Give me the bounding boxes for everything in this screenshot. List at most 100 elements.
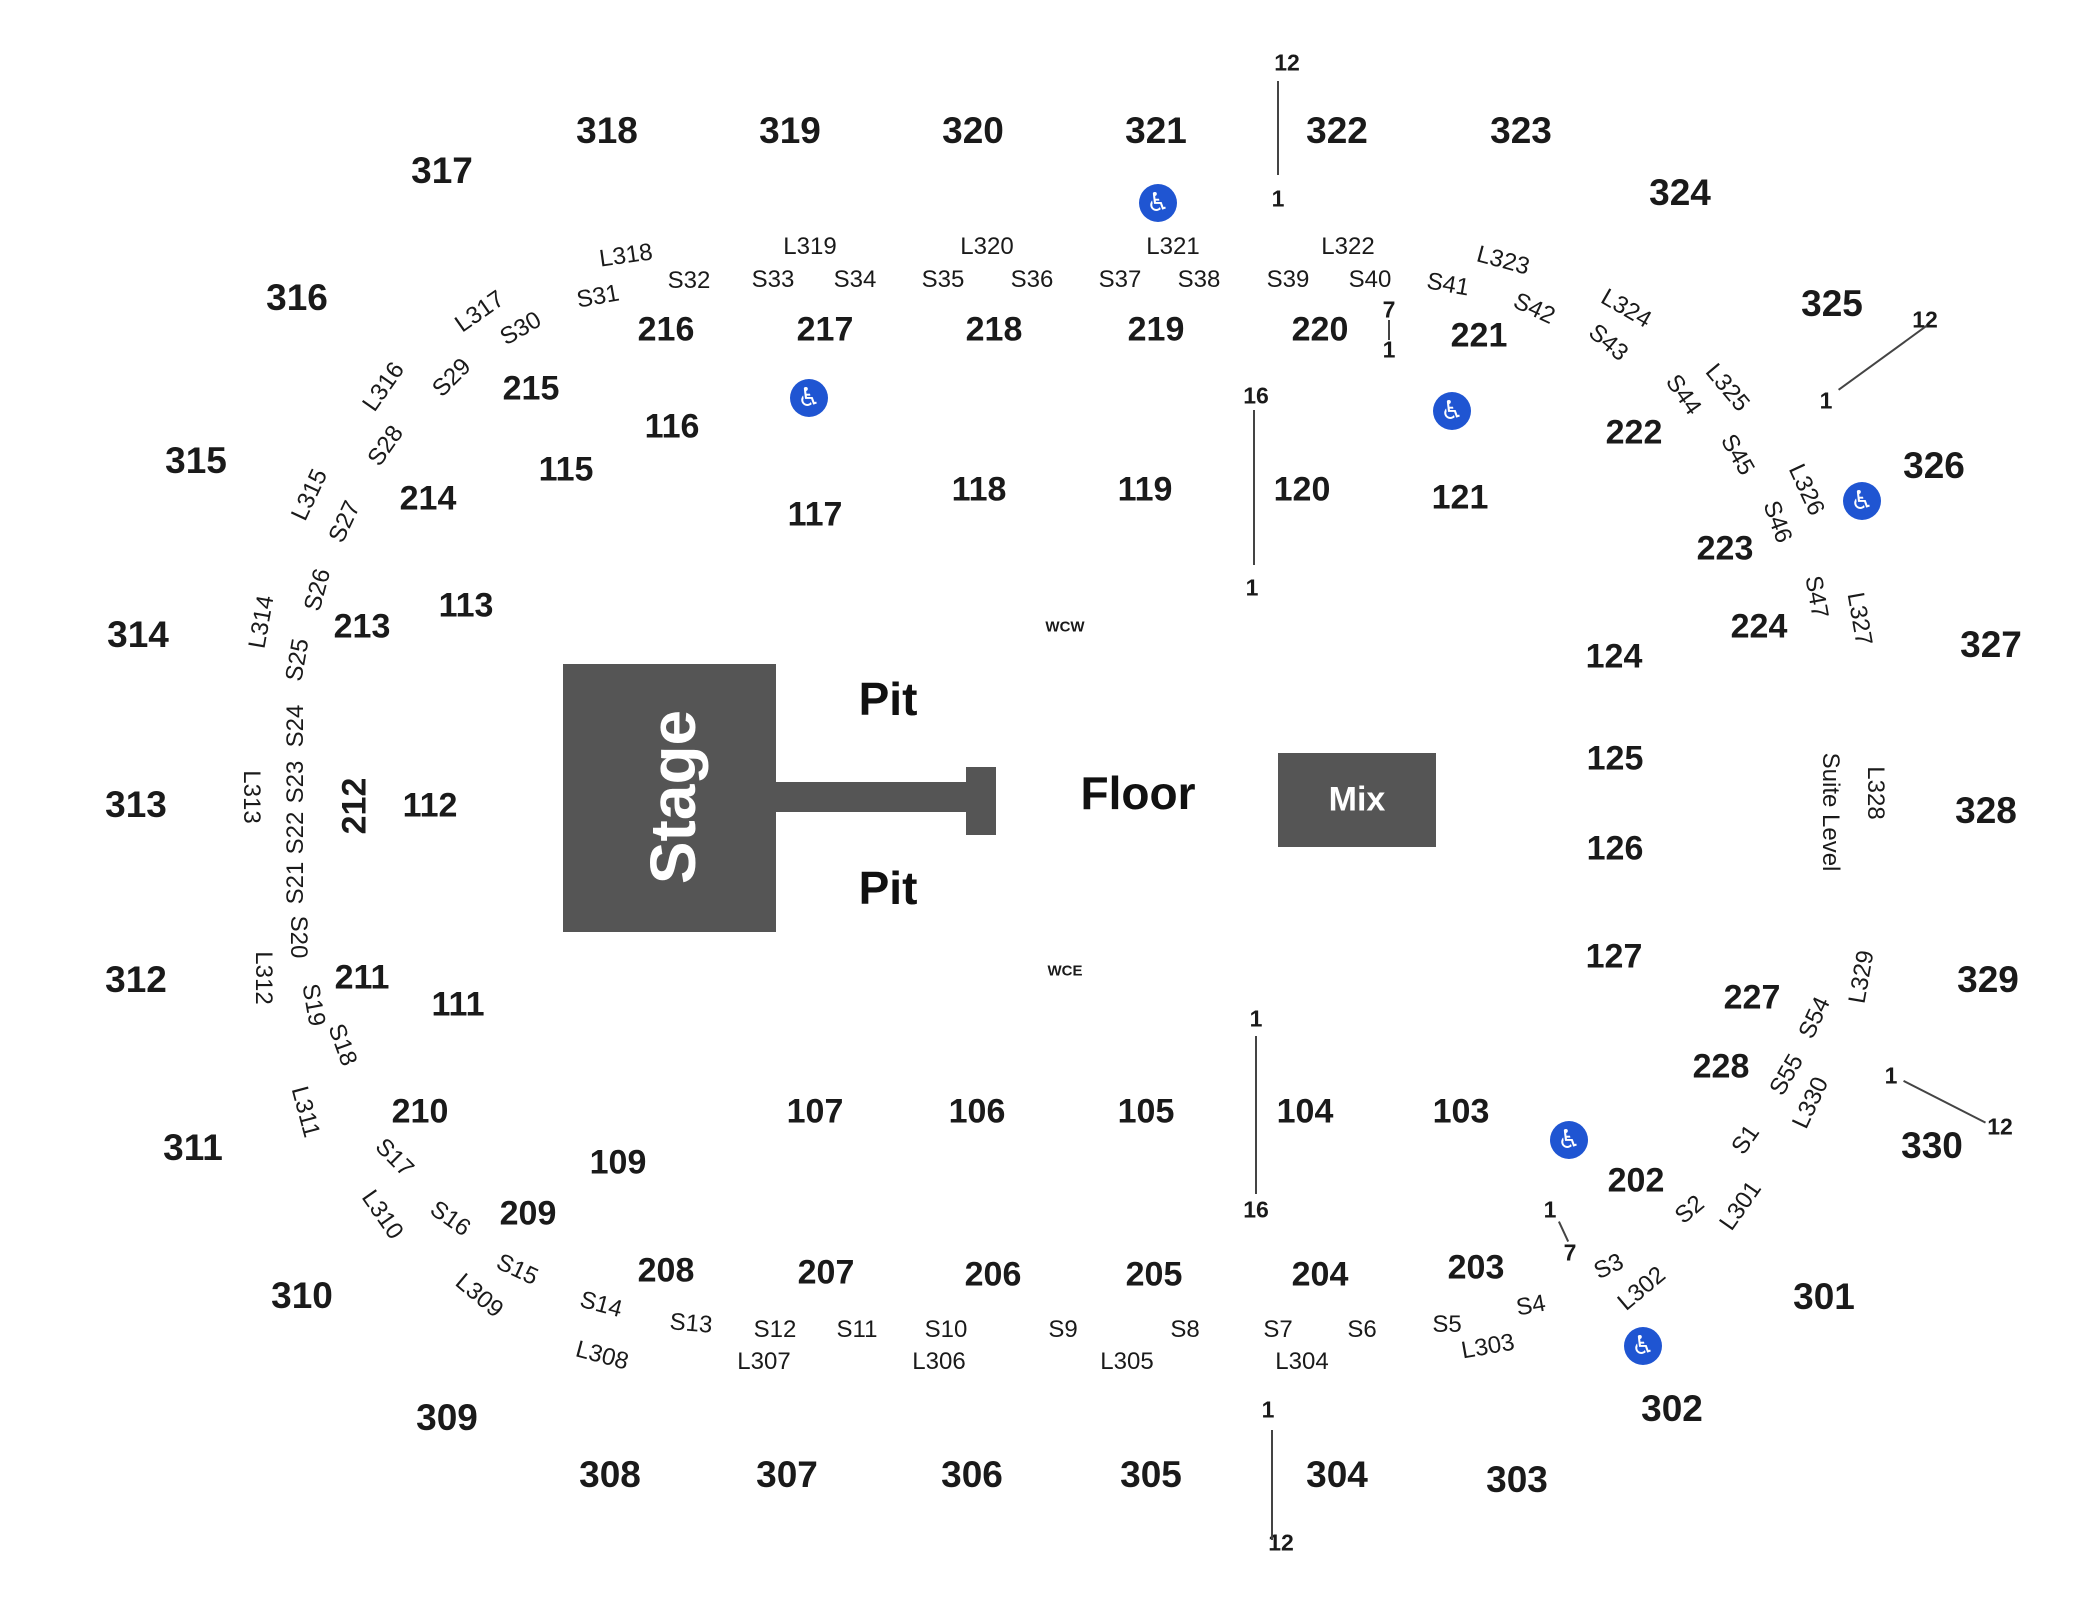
section-308[interactable]: 308: [579, 1454, 641, 1495]
loge-l301[interactable]: L301: [1714, 1176, 1767, 1236]
loge-l323[interactable]: L323: [1473, 240, 1533, 281]
loge-l329[interactable]: L329: [1843, 948, 1880, 1006]
loge-l320[interactable]: L320: [960, 233, 1014, 260]
suite-s34[interactable]: S34: [833, 266, 877, 293]
loge-l316[interactable]: L316: [357, 357, 410, 417]
loge-l327[interactable]: L327: [1841, 590, 1878, 648]
suite-s1[interactable]: S1: [1726, 1119, 1766, 1160]
suite-s14[interactable]: S14: [577, 1285, 626, 1324]
suite-s28[interactable]: S28: [362, 420, 409, 471]
section-208[interactable]: 208: [637, 1251, 695, 1290]
suite-s7[interactable]: S7: [1263, 1316, 1293, 1343]
section-203[interactable]: 203: [1447, 1248, 1505, 1287]
section-321[interactable]: 321: [1125, 110, 1187, 151]
suite-s25[interactable]: S25: [280, 636, 315, 684]
section-215[interactable]: 215: [502, 369, 560, 408]
section-120[interactable]: 120: [1273, 470, 1331, 509]
section-320[interactable]: 320: [942, 110, 1004, 151]
section-209[interactable]: 209: [499, 1194, 557, 1233]
pit-top-label[interactable]: Pit: [858, 673, 918, 725]
suite-s27[interactable]: S27: [323, 496, 366, 547]
section-228[interactable]: 228: [1692, 1047, 1750, 1086]
loge-l312[interactable]: L312: [250, 951, 277, 1005]
suite-s17[interactable]: S17: [369, 1133, 419, 1183]
suite-s21[interactable]: S21: [282, 861, 309, 905]
suite-s38[interactable]: S38: [1177, 266, 1221, 293]
section-309[interactable]: 309: [416, 1397, 478, 1438]
suite-s33[interactable]: S33: [751, 266, 795, 293]
section-207[interactable]: 207: [797, 1253, 855, 1292]
section-214[interactable]: 214: [399, 479, 457, 518]
section-125[interactable]: 125: [1586, 739, 1644, 778]
suite-s4[interactable]: S4: [1514, 1289, 1548, 1322]
suite-s36[interactable]: S36: [1010, 266, 1054, 293]
section-112[interactable]: 112: [402, 786, 458, 825]
loge-l322[interactable]: L322: [1321, 233, 1375, 260]
suite-s45[interactable]: S45: [1715, 429, 1760, 480]
section-210[interactable]: 210: [391, 1092, 449, 1131]
section-118[interactable]: 118: [951, 470, 1007, 509]
section-104[interactable]: 104: [1276, 1092, 1334, 1131]
section-306[interactable]: 306: [941, 1454, 1003, 1495]
section-328[interactable]: 328: [1955, 790, 2017, 831]
section-127[interactable]: 127: [1585, 937, 1643, 976]
suite-s8[interactable]: S8: [1170, 1316, 1200, 1343]
suite-s12[interactable]: S12: [753, 1316, 797, 1343]
section-322[interactable]: 322: [1306, 110, 1368, 151]
section-227[interactable]: 227: [1723, 978, 1781, 1017]
loge-l311[interactable]: L311: [285, 1083, 326, 1141]
suite-s32[interactable]: S32: [667, 267, 711, 294]
section-312[interactable]: 312: [105, 959, 167, 1000]
section-326[interactable]: 326: [1903, 445, 1965, 486]
section-219[interactable]: 219: [1127, 310, 1185, 349]
section-301[interactable]: 301: [1793, 1276, 1855, 1317]
section-305[interactable]: 305: [1120, 1454, 1182, 1495]
section-310[interactable]: 310: [271, 1275, 333, 1316]
section-124[interactable]: 124: [1585, 637, 1643, 676]
section-221[interactable]: 221: [1450, 316, 1508, 355]
section-119[interactable]: 119: [1117, 470, 1173, 509]
suite-s39[interactable]: S39: [1266, 266, 1310, 293]
loge-l318[interactable]: L318: [597, 238, 655, 273]
suite-s47[interactable]: S47: [1799, 573, 1834, 621]
section-313[interactable]: 313: [105, 784, 167, 825]
section-107[interactable]: 107: [786, 1092, 844, 1131]
section-216[interactable]: 216: [637, 310, 695, 349]
section-103[interactable]: 103: [1432, 1092, 1490, 1131]
section-224[interactable]: 224: [1730, 607, 1788, 646]
section-109[interactable]: 109: [589, 1143, 647, 1182]
suite-s18[interactable]: S18: [322, 1020, 363, 1070]
section-211[interactable]: 211: [334, 958, 390, 997]
section-317[interactable]: 317: [411, 150, 473, 191]
suite-s19[interactable]: S19: [296, 981, 331, 1029]
suite-s3[interactable]: S3: [1589, 1248, 1628, 1285]
suite-s31[interactable]: S31: [574, 279, 622, 314]
suite-s46[interactable]: S46: [1757, 497, 1798, 547]
section-302[interactable]: 302: [1641, 1388, 1703, 1429]
suite-s29[interactable]: S29: [427, 353, 477, 403]
suite-s10[interactable]: S10: [924, 1316, 968, 1343]
suite-s6[interactable]: S6: [1347, 1316, 1377, 1343]
loge-l308[interactable]: L308: [572, 1335, 632, 1376]
suite-s35[interactable]: S35: [921, 266, 965, 293]
pit-bottom-label[interactable]: Pit: [858, 862, 918, 914]
loge-l326[interactable]: L326: [1782, 459, 1830, 520]
section-307[interactable]: 307: [756, 1454, 818, 1495]
section-212[interactable]: 212: [335, 777, 374, 835]
section-329[interactable]: 329: [1957, 959, 2019, 1000]
suite-s54[interactable]: S54: [1793, 992, 1836, 1043]
section-304[interactable]: 304: [1306, 1454, 1368, 1495]
loge-l319[interactable]: L319: [783, 233, 837, 260]
section-318[interactable]: 318: [576, 110, 638, 151]
loge-l315[interactable]: L315: [286, 464, 334, 525]
suite-s15[interactable]: S15: [492, 1248, 543, 1291]
section-222[interactable]: 222: [1605, 413, 1663, 452]
section-218[interactable]: 218: [965, 310, 1023, 349]
section-323[interactable]: 323: [1490, 110, 1552, 151]
suite-s41[interactable]: S41: [1424, 267, 1472, 302]
suite-s24[interactable]: S24: [282, 704, 309, 748]
suite-s9[interactable]: S9: [1048, 1316, 1078, 1343]
section-115[interactable]: 115: [538, 450, 594, 489]
loge-l310[interactable]: L310: [356, 1185, 409, 1245]
suite-s16[interactable]: S16: [425, 1195, 476, 1242]
